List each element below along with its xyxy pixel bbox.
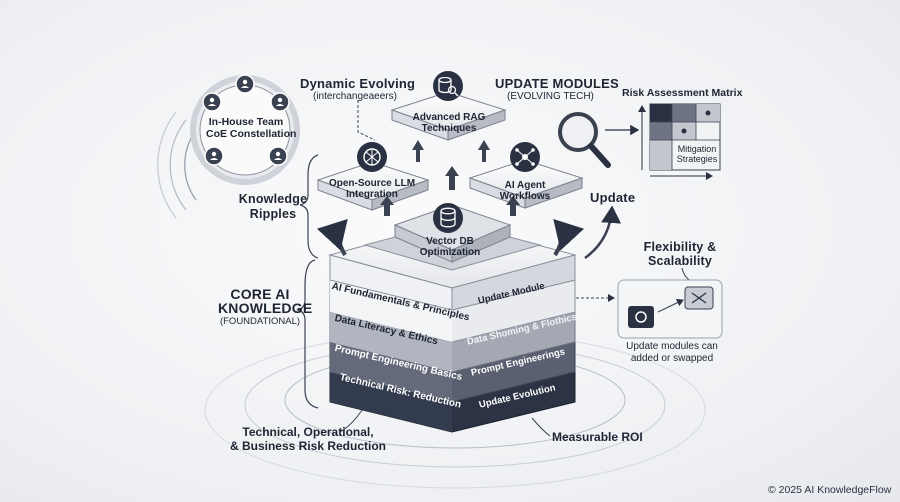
update-label: Update — [590, 190, 636, 205]
right-curve-arrow — [553, 219, 585, 257]
risk-leader — [339, 409, 363, 433]
flex-title: Flexibility & Scalability — [630, 240, 730, 268]
module-llm-line1: Open-Source LLM — [328, 178, 416, 189]
dynamic-subtitle: (interchangeaeers) — [313, 91, 397, 102]
update-curve-arrow — [584, 205, 622, 260]
left-curve-arrow — [316, 219, 348, 257]
flex-caption: Update modules can added or swapped — [620, 341, 724, 365]
dynamic-pointer — [357, 100, 376, 141]
roi-leader — [531, 417, 551, 437]
risk-reduction-line2: & Business Risk Reduction — [229, 439, 387, 453]
risk-reduction-line1: Technical, Operational, — [242, 425, 374, 439]
ripples-line1: Knowledge — [238, 192, 308, 206]
module-llm-line2: Integration — [346, 189, 398, 200]
flex-line2: Scalability — [647, 254, 713, 268]
roi-label: Measurable ROI — [552, 430, 643, 444]
ripples-label: Knowledge Ripples — [238, 192, 308, 222]
core-line1: CORE AI — [230, 286, 290, 302]
flexibility-box — [617, 267, 723, 339]
risk-line1: Mitigation — [677, 144, 717, 154]
module-rag-line1: Advanced RAG — [412, 112, 486, 123]
module-vector-label: Vector DB Optimization — [410, 236, 490, 258]
ai-network-icon — [510, 142, 540, 172]
flex-cap1: Update modules can — [626, 341, 718, 352]
person-icon — [202, 74, 290, 166]
flex-cap2: added or swapped — [630, 353, 714, 364]
team-constellation — [190, 74, 300, 185]
openai-logo-icon — [357, 142, 387, 172]
dynamic-title: Dynamic Evolving — [300, 76, 416, 91]
module-llm-label: Open-Source LLM Integration — [327, 178, 417, 200]
module-vector-line1: Vector DB — [426, 236, 474, 247]
risk-reduction-label: Technical, Operational, & Business Risk … — [228, 425, 388, 453]
copyright: © 2025 AI KnowledgeFlow — [768, 484, 892, 496]
update-modules-subtitle: (EVOLVING TECH) — [507, 91, 594, 102]
update-modules-title: UPDATE MODULES — [495, 76, 619, 91]
module-vector-line2: Optimization — [419, 247, 481, 258]
module-agent-line1: AI Agent — [504, 180, 546, 191]
ripples-brace — [299, 154, 319, 259]
core-brace — [295, 259, 319, 409]
gear-icon — [635, 311, 647, 323]
rag-icon — [433, 71, 463, 101]
risk-line2: Strategies — [676, 154, 718, 164]
module-agent-line2: Workflows — [499, 191, 551, 202]
flex-line1: Flexibility & — [643, 240, 717, 254]
ripples-line2: Ripples — [249, 207, 297, 221]
risk-matrix — [638, 103, 721, 180]
shuffle-icon — [691, 292, 707, 304]
core-sub: (FOUNDATIONAL) — [219, 316, 301, 327]
core-label: CORE AI KNOWLEDGE (FOUNDATIONAL) — [218, 286, 313, 329]
module-agent-label: AI Agent Workflows — [485, 180, 565, 202]
team-label-line2: CoE Constellation — [206, 128, 297, 140]
team-label-line1: In-House Team — [208, 116, 284, 128]
core-line2: KNOWLEDGE — [218, 300, 313, 316]
team-label: In-House Team CoE Constellation — [206, 116, 297, 140]
module-rag-label: Advanced RAG Techniques — [408, 112, 490, 134]
module-rag-line2: Techniques — [421, 123, 477, 134]
risk-matrix-title: Risk Assessment Matrix — [622, 87, 743, 99]
database-icon — [433, 203, 463, 233]
risk-matrix-caption: Mitigation Strategies — [672, 144, 722, 164]
update-arrows — [380, 140, 520, 216]
magnifier-icon — [558, 112, 611, 168]
